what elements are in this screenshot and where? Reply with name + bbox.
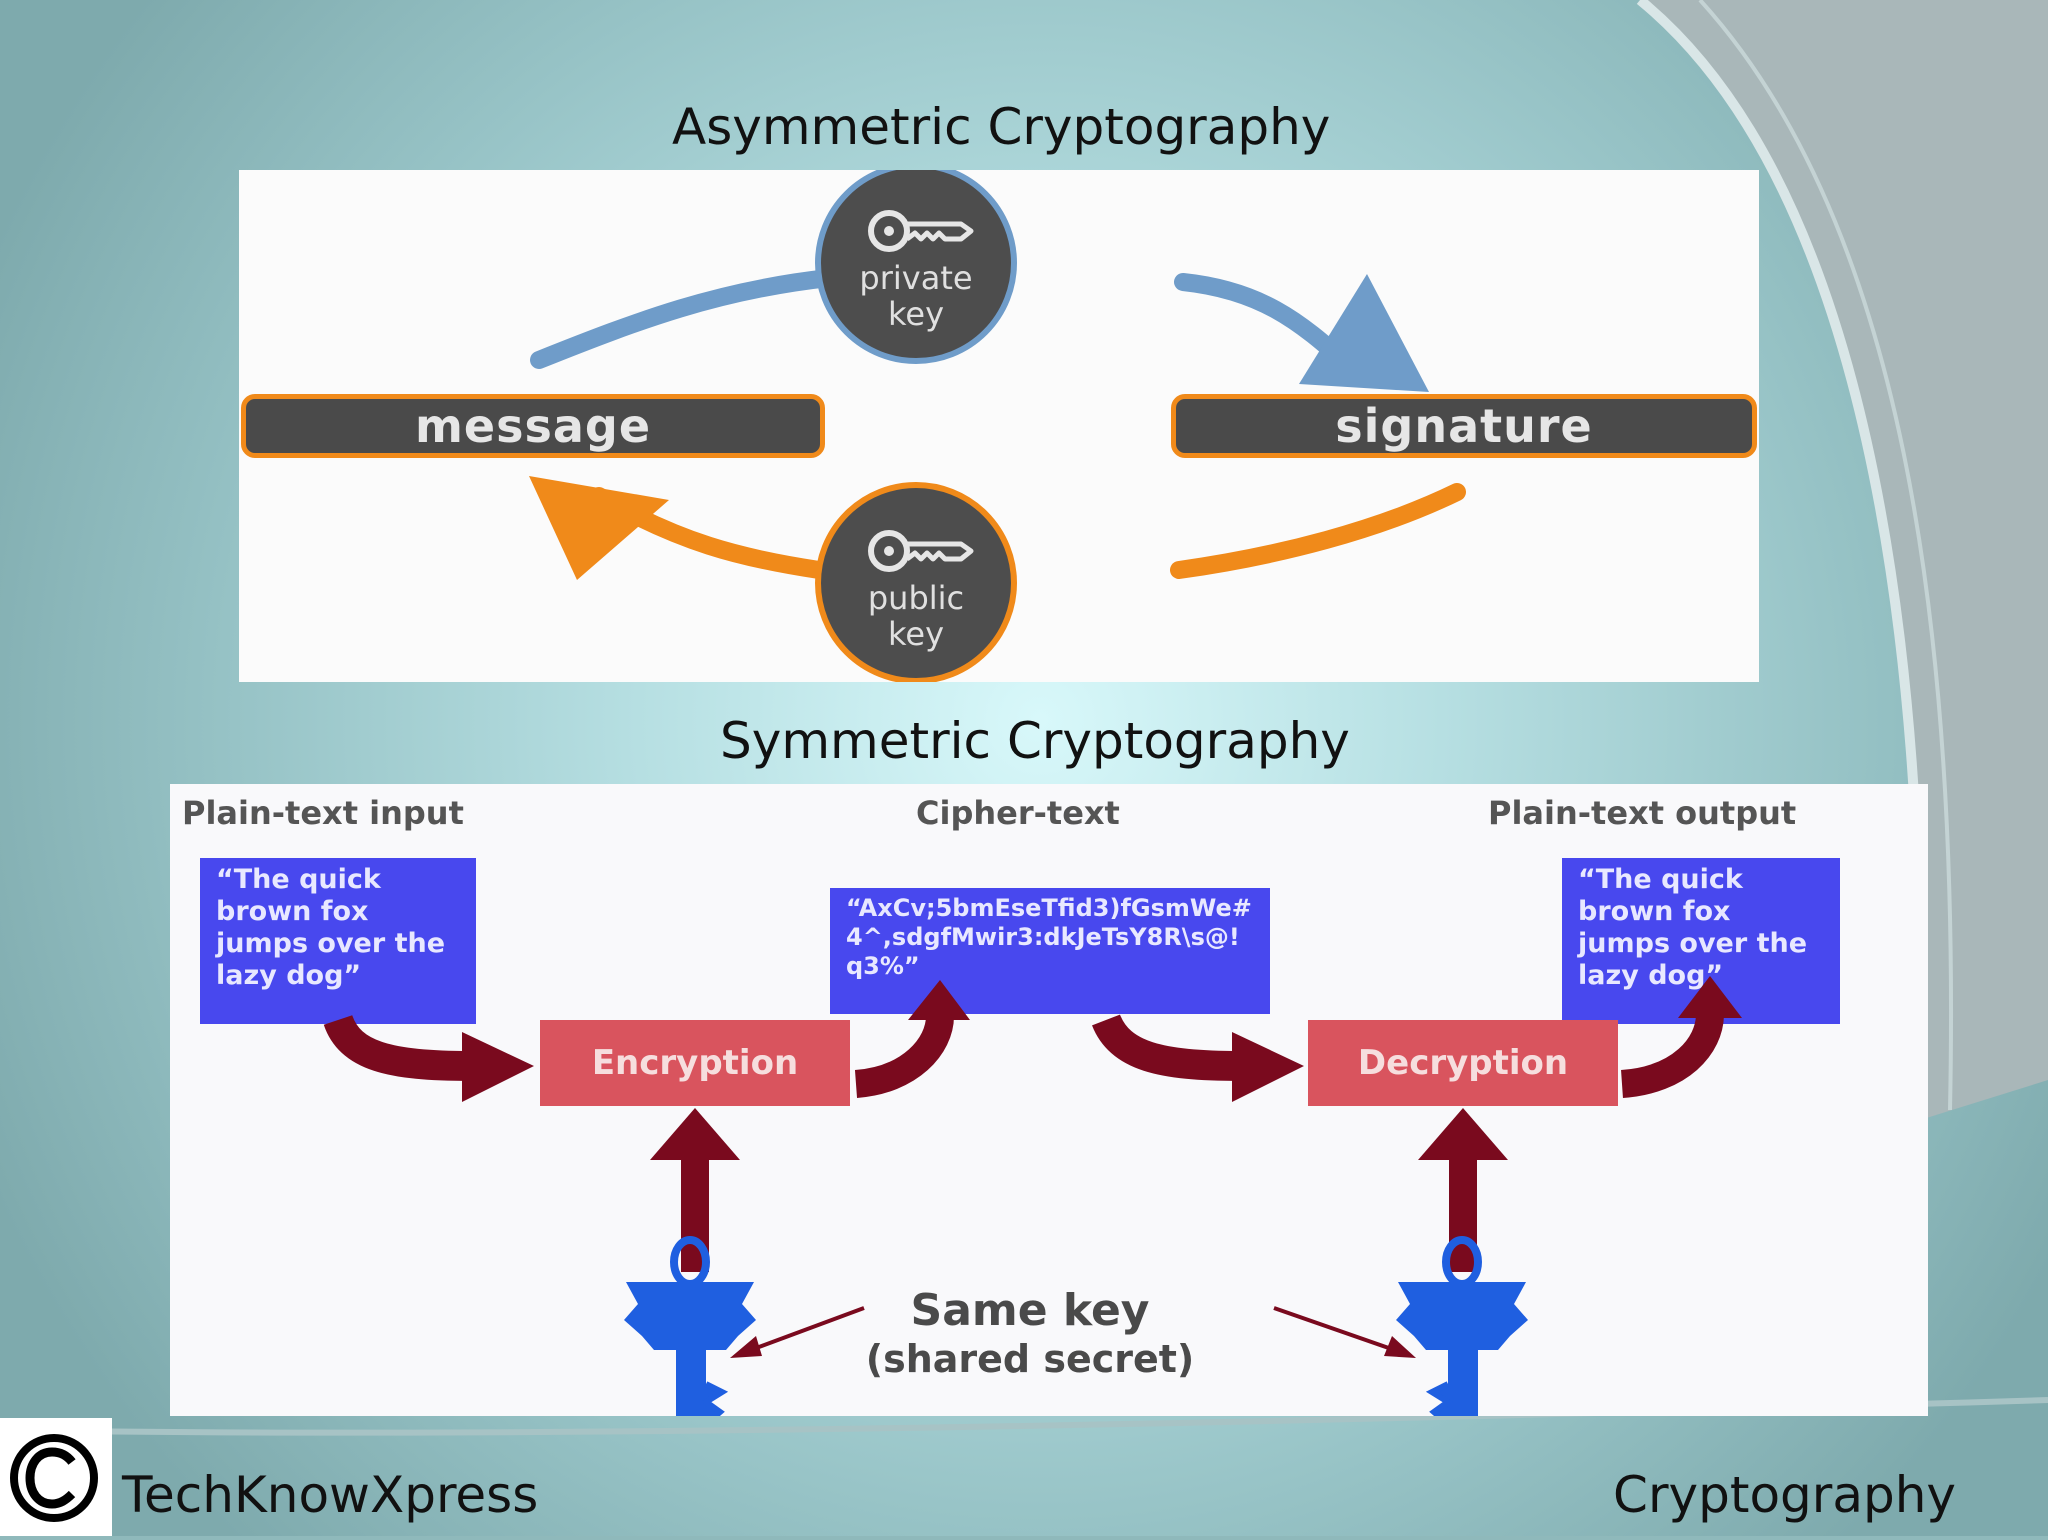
asymmetric-title: Asymmetric Cryptography (672, 98, 1331, 156)
private-key-label-line2: key (887, 295, 944, 333)
private-key-label-line1: private (859, 259, 973, 297)
footer-topic: Cryptography (1613, 1466, 1956, 1524)
key-icon-right (1396, 1236, 1528, 1416)
asymmetric-diagram: message signature private key public key (239, 170, 1759, 682)
copyright-icon (0, 1418, 112, 1536)
encryption-box: Encryption (540, 1020, 850, 1106)
public-key-label-line2: key (887, 615, 944, 653)
public-key-node: public key (815, 482, 1017, 682)
same-key-label: Same key (910, 1285, 1150, 1336)
decryption-box: Decryption (1308, 1020, 1618, 1106)
plain-text-input-box: “The quick brown fox jumps over the lazy… (200, 858, 476, 1024)
symmetric-diagram: Plain-text input Cipher-text Plain-text … (170, 784, 1928, 1416)
same-key-caption: Same key (shared secret) (800, 1286, 1260, 1382)
plain-text-output-box: “The quick brown fox jumps over the lazy… (1562, 858, 1840, 1024)
footer-brand: TechKnowXpress (122, 1466, 539, 1524)
asymmetric-arrows (529, 269, 1466, 580)
key-icon-left (624, 1236, 756, 1416)
message-node: message (241, 394, 825, 458)
plain-text-output-heading: Plain-text output (1488, 794, 1797, 832)
cipher-text-heading: Cipher-text (916, 794, 1120, 832)
public-key-label-line1: public (867, 579, 965, 617)
signature-node: signature (1171, 394, 1757, 458)
shared-secret-label: (shared secret) (865, 1337, 1195, 1381)
key-icon (868, 210, 974, 252)
key-icon (868, 530, 974, 572)
cipher-text-box: “AxCv;5bmEseTfid3)fGsmWe#4^,sdgfMwir3:dk… (830, 888, 1270, 1014)
symmetric-arrows (323, 976, 1742, 1416)
private-key-node: private key (815, 170, 1017, 364)
symmetric-title: Symmetric Cryptography (720, 712, 1350, 770)
plain-text-input-heading: Plain-text input (182, 794, 464, 832)
